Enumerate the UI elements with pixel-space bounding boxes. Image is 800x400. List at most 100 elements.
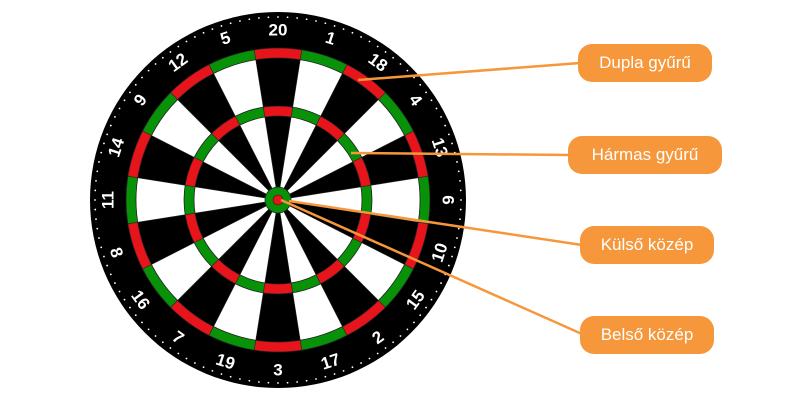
edge-dot	[447, 264, 450, 267]
edge-dot	[392, 56, 395, 59]
edge-dot	[342, 369, 345, 372]
edge-dot	[185, 40, 188, 43]
edge-dot	[94, 208, 97, 211]
segment-11	[125, 176, 278, 224]
inner-single-9	[203, 140, 278, 200]
edge-dot	[419, 83, 422, 86]
double-ring-1	[300, 49, 348, 74]
edge-dot	[106, 133, 109, 136]
edge-dot	[98, 161, 100, 163]
triple-ring-7	[211, 259, 240, 284]
edge-dot	[368, 357, 371, 360]
wire-spoke	[142, 205, 267, 270]
edge-dot	[456, 161, 458, 163]
edge-dot	[333, 25, 336, 27]
edge-dot	[440, 116, 442, 118]
double-ring-18	[342, 64, 386, 100]
segment-17	[278, 200, 348, 351]
inner-single-17	[278, 200, 317, 283]
edge-dot	[229, 22, 232, 25]
wire-spoke	[286, 92, 386, 192]
leader-triple-ring	[350, 151, 571, 157]
edge-dot	[118, 290, 121, 293]
edge-dot	[147, 69, 150, 72]
edge-dot	[351, 366, 354, 369]
wire-spoke	[208, 64, 273, 189]
edge-dot	[459, 179, 461, 182]
inner-single-13	[278, 161, 361, 200]
inner-single-16	[203, 200, 278, 260]
board-number: 19	[214, 350, 238, 374]
edge-dot	[277, 382, 279, 384]
outer-single-20	[255, 58, 301, 108]
edge-dot	[147, 328, 150, 331]
edge-dot	[413, 321, 415, 324]
edge-dot	[211, 28, 214, 31]
leader-double-ring	[357, 61, 581, 82]
inner-single-18	[278, 125, 338, 200]
edge-dot	[202, 31, 205, 34]
edge-dot	[257, 17, 260, 19]
inner-single-8	[195, 200, 278, 239]
edge-dot	[296, 17, 299, 19]
edge-dot	[248, 18, 251, 21]
callout-leader-lines	[280, 61, 583, 336]
edge-dot	[296, 381, 299, 383]
triple-ring-19	[235, 274, 265, 293]
double-ring-9	[142, 92, 178, 136]
segment-2	[278, 200, 386, 336]
triple-ring-17	[291, 274, 321, 293]
edge-dot	[177, 45, 180, 48]
edge-dot	[456, 237, 458, 239]
edge-dot	[161, 341, 164, 344]
outer-single-11	[136, 177, 186, 223]
segment-14	[127, 130, 278, 200]
segment-6	[278, 176, 430, 224]
double-ring-3	[254, 340, 302, 352]
edge-dot	[324, 22, 327, 25]
wire-spoke	[279, 212, 303, 351]
segment-19	[208, 200, 278, 351]
wire-spoke	[127, 175, 266, 199]
edge-dot	[286, 16, 289, 19]
double-ring-2	[342, 300, 386, 336]
edge-dot	[360, 362, 362, 364]
edge-dot	[103, 255, 105, 258]
edge-dot	[440, 282, 442, 284]
outer-single-8	[137, 214, 195, 265]
edge-dot	[435, 290, 438, 293]
edge-dot	[194, 36, 196, 38]
edge-dot	[267, 16, 270, 19]
edge-dot	[351, 31, 354, 34]
wire-spoke	[289, 130, 414, 195]
edge-dot	[141, 321, 143, 324]
board-wires	[125, 47, 431, 353]
wire-spoke	[283, 211, 348, 336]
edge-dot	[194, 362, 196, 364]
wire-spoke	[170, 208, 270, 308]
outer-single-14	[137, 135, 195, 186]
edge-dot	[430, 298, 433, 301]
edge-dot	[239, 20, 241, 22]
edge-dot	[239, 378, 241, 380]
board-number: 10	[428, 241, 452, 265]
edge-dot	[453, 246, 456, 249]
triple-ring-4	[337, 133, 362, 162]
edge-dot	[457, 170, 460, 173]
edge-dot	[229, 375, 232, 378]
edge-dot	[123, 298, 126, 301]
board-number: 17	[319, 350, 343, 374]
edge-dot	[94, 199, 96, 201]
segment-20	[254, 48, 302, 200]
triple-ring-9	[194, 133, 219, 162]
edge-dot	[220, 25, 223, 27]
edge-dot	[444, 124, 447, 127]
edge-dot	[109, 124, 112, 127]
edge-dot	[459, 218, 461, 221]
wire-spoke	[142, 130, 267, 195]
edge-dot	[185, 357, 188, 360]
outer-single-13	[361, 135, 419, 186]
edge-dot	[129, 306, 131, 309]
edge-dot	[435, 107, 438, 110]
edge-dot	[211, 369, 214, 372]
